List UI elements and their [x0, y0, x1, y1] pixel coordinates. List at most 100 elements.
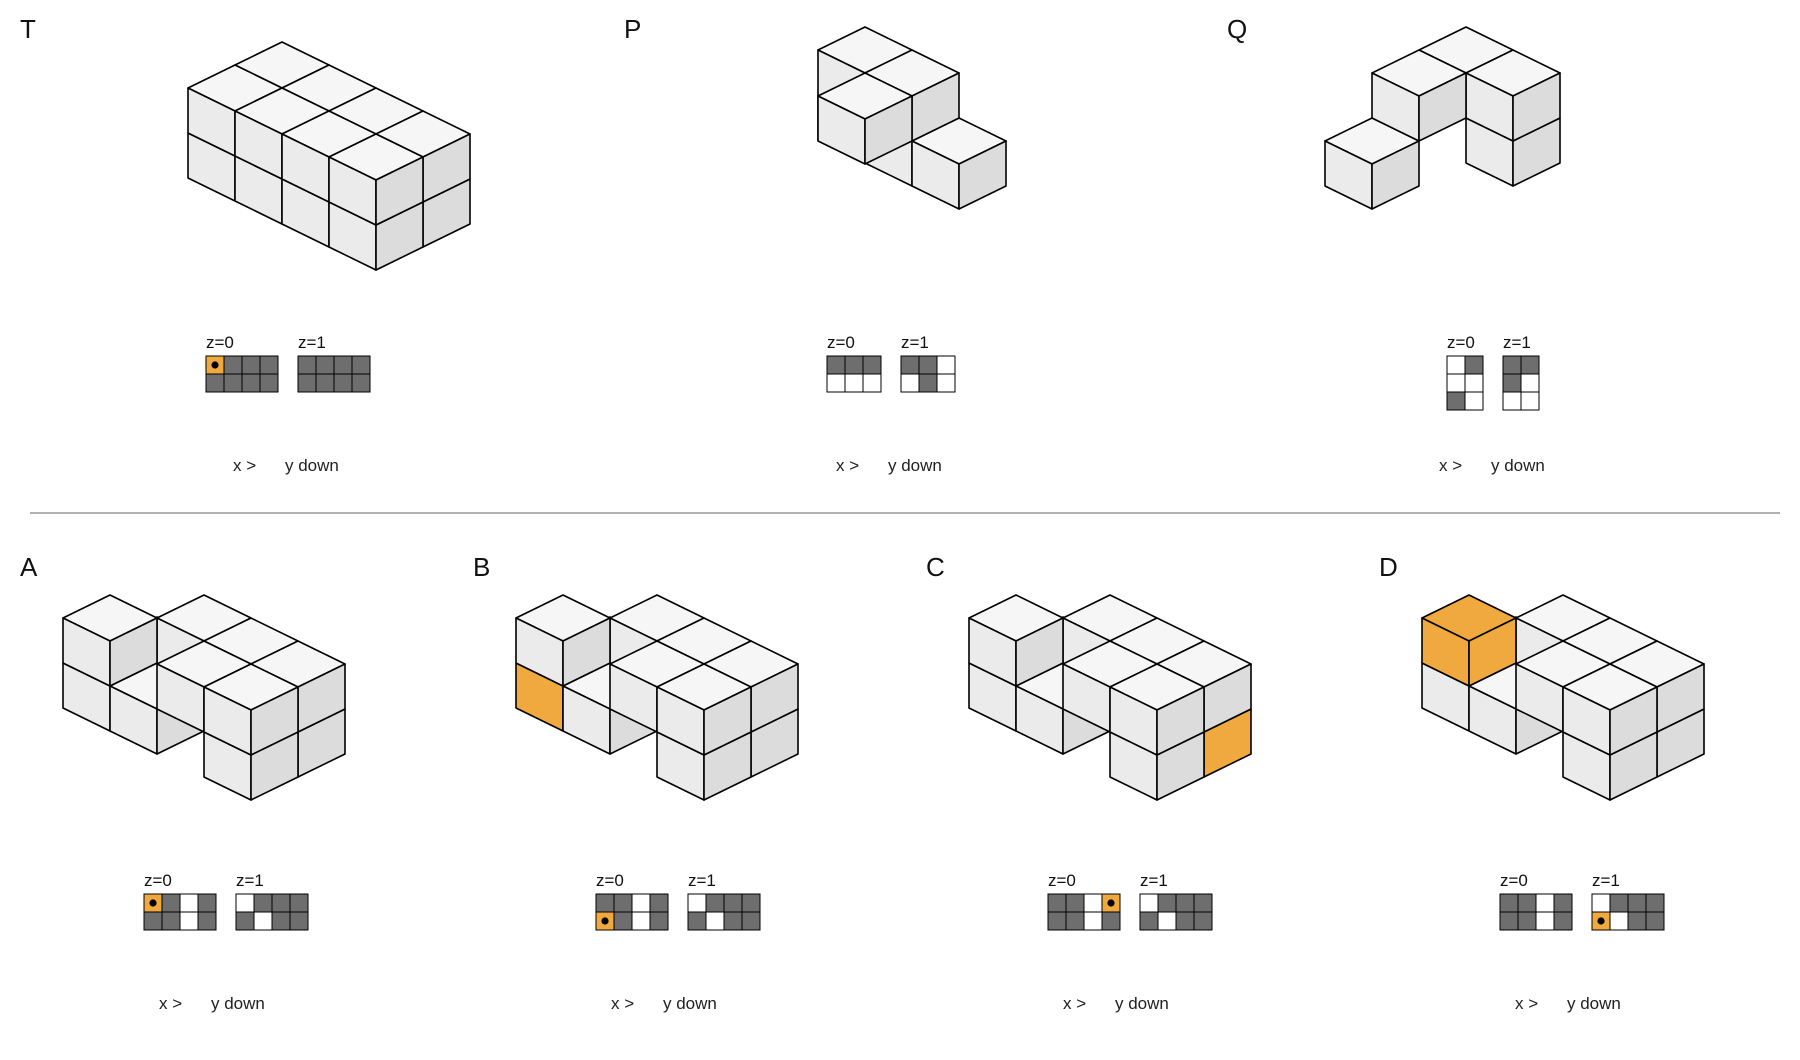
- cube-right-face: [703, 686, 752, 756]
- panel-label: A: [20, 552, 38, 582]
- marker-dot: [1107, 899, 1115, 907]
- y-axis-label: y down: [285, 456, 339, 475]
- grid-cell: [1517, 911, 1537, 931]
- grid-cell: [205, 373, 225, 393]
- grid-cell: [1083, 893, 1103, 913]
- grid-cell: [1047, 911, 1067, 931]
- x-axis-label: x >: [611, 994, 634, 1013]
- grid-cell: [271, 893, 291, 913]
- cube-right-face: [1156, 686, 1205, 756]
- panel-label: Q: [1227, 14, 1247, 44]
- grid-cell: [1157, 911, 1177, 931]
- grid-cell: [289, 911, 309, 931]
- layer-grid-z0: [1047, 893, 1121, 931]
- grid-cell: [1139, 893, 1159, 913]
- grid-cell: [315, 373, 335, 393]
- y-axis-label: y down: [211, 994, 265, 1013]
- grid-cell: [1645, 911, 1665, 931]
- layer-label-z1: z=1: [298, 333, 326, 352]
- grid-cell: [197, 911, 217, 931]
- grid-cell: [862, 355, 882, 375]
- grid-cell: [1627, 893, 1647, 913]
- cube: [1371, 49, 1467, 142]
- cube-right-face: [1371, 140, 1420, 210]
- panel-label: D: [1379, 552, 1398, 582]
- layer-grid-z0: [1499, 893, 1573, 931]
- grid-cell: [1553, 893, 1573, 913]
- cube: [817, 72, 913, 165]
- y-axis-label: y down: [888, 456, 942, 475]
- grid-cell: [1535, 911, 1555, 931]
- grid-cell: [1609, 893, 1629, 913]
- grid-cell: [631, 911, 651, 931]
- grid-cell: [1502, 373, 1522, 393]
- grid-cell: [918, 373, 938, 393]
- grid-cell: [826, 355, 846, 375]
- grid-cell: [687, 911, 707, 931]
- grid-cell: [289, 893, 309, 913]
- grid-cell: [844, 373, 864, 393]
- grid-cell: [1591, 893, 1611, 913]
- cube: [1562, 663, 1658, 756]
- grid-cell: [723, 911, 743, 931]
- layer-label-z1: z=1: [1592, 871, 1620, 890]
- cube: [656, 663, 752, 756]
- grid-cell: [1464, 373, 1484, 393]
- grid-cell: [705, 911, 725, 931]
- grid-cell: [161, 911, 181, 931]
- grid-cell: [844, 355, 864, 375]
- grid-cell: [900, 373, 920, 393]
- layer-label-z0: z=0: [827, 333, 855, 352]
- grid-cell: [351, 355, 371, 375]
- grid-cell: [1047, 893, 1067, 913]
- panel-label: T: [20, 14, 36, 44]
- layer-label-z1: z=1: [688, 871, 716, 890]
- grid-cell: [741, 911, 761, 931]
- grid-cell: [351, 373, 371, 393]
- grid-cell: [241, 373, 261, 393]
- x-axis-label: x >: [836, 456, 859, 475]
- grid-cell: [1065, 893, 1085, 913]
- cube-right-face: [1418, 72, 1467, 142]
- grid-cell: [1446, 355, 1466, 375]
- grid-cell: [1520, 355, 1540, 375]
- layer-label-z0: z=0: [1447, 333, 1475, 352]
- layer-grid-z1: [1502, 355, 1540, 411]
- grid-cell: [687, 893, 707, 913]
- grid-cell: [1446, 391, 1466, 411]
- grid-cell: [1446, 373, 1466, 393]
- cube: [968, 594, 1064, 687]
- grid-cell: [1553, 911, 1573, 931]
- cube: [62, 594, 158, 687]
- grid-cell: [631, 893, 651, 913]
- grid-cell: [649, 893, 669, 913]
- grid-cell: [1627, 911, 1647, 931]
- grid-cell: [826, 373, 846, 393]
- grid-cell: [723, 893, 743, 913]
- grid-cell: [1175, 893, 1195, 913]
- grid-cell: [1535, 893, 1555, 913]
- grid-cell: [1520, 373, 1540, 393]
- panel-label: B: [473, 552, 490, 582]
- grid-cell: [1499, 911, 1519, 931]
- grid-cell: [333, 373, 353, 393]
- grid-cell: [297, 355, 317, 375]
- grid-cell: [1139, 911, 1159, 931]
- grid-cell: [179, 893, 199, 913]
- grid-cell: [253, 911, 273, 931]
- grid-cell: [649, 911, 669, 931]
- layer-label-z0: z=0: [1048, 871, 1076, 890]
- grid-cell: [223, 355, 243, 375]
- cube-right-face: [109, 617, 158, 687]
- grid-cell: [235, 911, 255, 931]
- layer-grid-z1: [1139, 893, 1213, 931]
- grid-cell: [315, 355, 335, 375]
- x-axis-label: x >: [1515, 994, 1538, 1013]
